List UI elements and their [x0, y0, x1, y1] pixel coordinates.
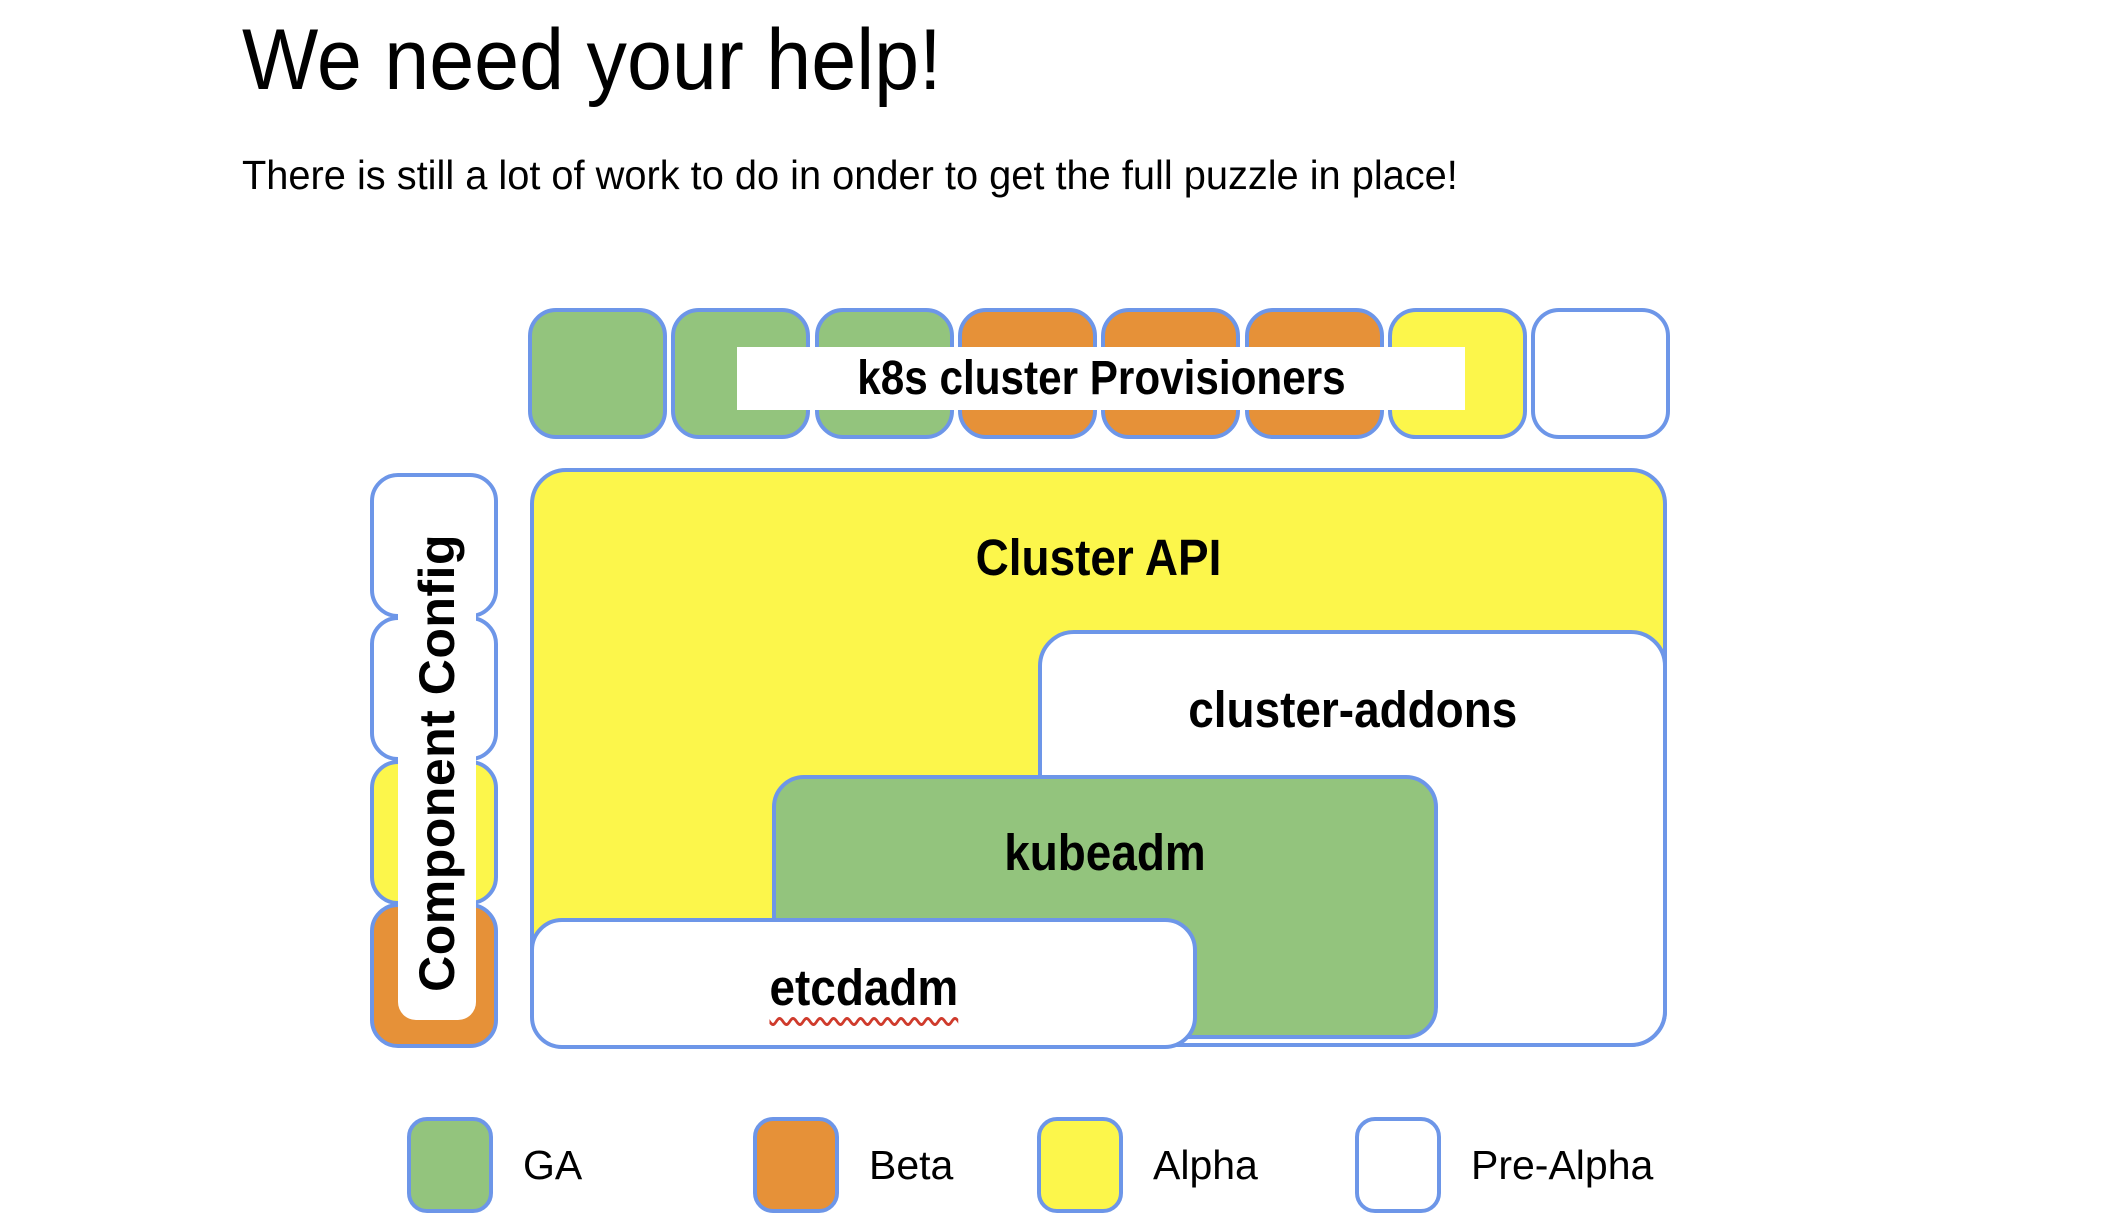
- block-cluster-api-label: Cluster API: [975, 529, 1222, 586]
- block-cluster-addons-label: cluster-addons: [1187, 681, 1518, 738]
- legend-label-ga: GA: [523, 1141, 583, 1188]
- legend-label-alpha: Alpha: [1153, 1141, 1258, 1188]
- block-kubeadm-label: kubeadm: [1004, 824, 1206, 881]
- legend-label-prealpha: Pre-Alpha: [1471, 1141, 1654, 1188]
- slide-title: We need your help!: [242, 12, 942, 108]
- legend-item-prealpha: Pre-Alpha: [1355, 1117, 1653, 1213]
- legend-swatch-ga: [407, 1117, 493, 1213]
- provisioner-piece-prealpha: [1531, 308, 1670, 439]
- legend-label-beta: Beta: [869, 1141, 954, 1188]
- provisioner-piece-ga: [528, 308, 667, 439]
- legend-item-alpha: Alpha: [1037, 1117, 1258, 1213]
- component-config-label-text: Component Config: [409, 534, 465, 992]
- legend-item-ga: GA: [407, 1117, 582, 1213]
- legend-swatch-prealpha: [1355, 1117, 1441, 1213]
- block-etcdadm: etcdadm: [530, 918, 1197, 1049]
- component-config-label: Component Config: [398, 506, 476, 1020]
- etcdadm-misspelled-text: etcdadm: [769, 959, 958, 1016]
- legend-swatch-beta: [753, 1117, 839, 1213]
- legend-swatch-alpha: [1037, 1117, 1123, 1213]
- provisioners-label: k8s cluster Provisioners: [737, 347, 1465, 410]
- provisioners-label-text: k8s cluster Provisioners: [856, 352, 1346, 405]
- slide-subtitle: There is still a lot of work to do in on…: [242, 152, 1458, 198]
- legend-item-beta: Beta: [753, 1117, 953, 1213]
- block-etcdadm-label: etcdadm: [534, 958, 1193, 1017]
